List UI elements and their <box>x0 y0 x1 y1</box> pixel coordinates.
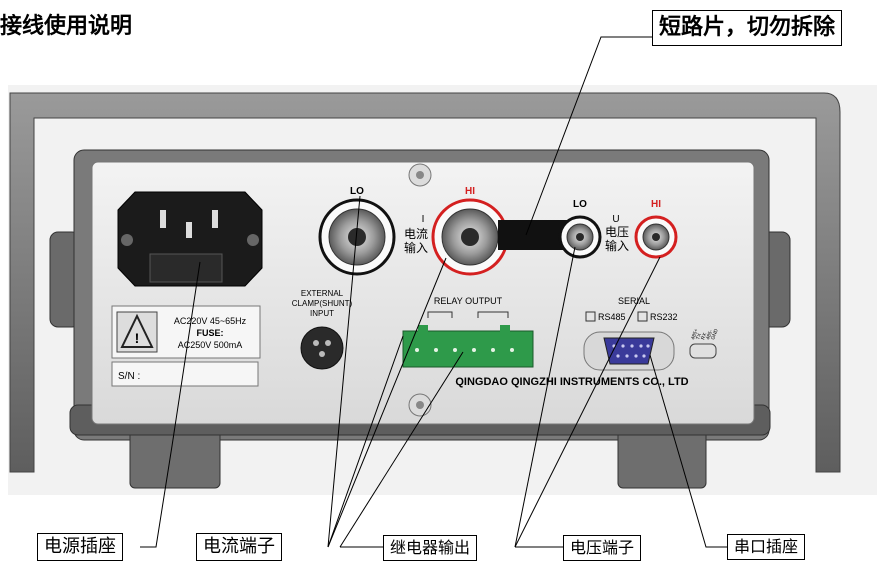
clamp-label-2: CLAMP(SHUNT) <box>292 299 353 308</box>
power-spec-line2: AC250V 500mA <box>178 340 243 350</box>
svg-text:!: ! <box>135 330 140 346</box>
serial-port-callout: 串口插座 <box>727 534 806 560</box>
voltage-terminals-callout: 电压端子 <box>563 535 642 561</box>
serial-label: SERIAL <box>618 296 650 306</box>
right-foot <box>617 429 707 489</box>
warning-symbol: ! <box>116 311 158 353</box>
voltage-input-text-1: 电压 <box>605 225 629 239</box>
svg-text:RX: RX <box>700 331 708 340</box>
serial-number-label: S/N : <box>118 371 140 382</box>
shorting-bar-callout: 短路片，切勿拆除 <box>652 10 843 46</box>
svg-text:TX: TX <box>695 332 703 341</box>
voltage-input-text-2: 输入 <box>605 238 629 253</box>
power-spec-line1: AC220V 45~65Hz <box>174 316 247 326</box>
clamp-label-1: EXTERNAL <box>301 289 344 298</box>
document-title: 接线使用说明 <box>0 14 133 39</box>
svg-text:485-: 485- <box>705 329 714 341</box>
manufacturer-text: QINGDAO QINGZHI INSTRUMENTS CO., LTD <box>455 376 688 388</box>
left-foot <box>129 429 221 489</box>
callout-leader-lines <box>140 36 727 548</box>
current-symbol: I <box>422 214 425 225</box>
serial-pinout-diagram: 485+ TX RX 485- GND <box>689 328 720 359</box>
rs232-label: RS232 <box>650 312 678 322</box>
clamp-input-connector <box>300 326 344 370</box>
svg-text:GND: GND <box>710 328 720 341</box>
current-input-text-2: 输入 <box>404 240 428 255</box>
rs485-label: RS485 <box>598 312 626 322</box>
relay-output-label: RELAY OUTPUT <box>434 296 503 306</box>
power-socket <box>117 191 263 287</box>
voltage-symbol: U <box>612 214 619 225</box>
fuse-label: FUSE: <box>197 328 224 338</box>
svg-text:485+: 485+ <box>690 328 700 341</box>
hi-current-label: HI <box>465 186 475 197</box>
lo-voltage-label: LO <box>573 199 587 210</box>
clamp-label-3: INPUT <box>310 309 334 318</box>
relay-output-callout: 继电器输出 <box>383 535 478 561</box>
current-terminals-callout: 电流端子 <box>196 533 282 561</box>
current-input-text-1: 电流 <box>404 227 428 241</box>
serial-port <box>603 337 655 365</box>
rs485-checkbox <box>585 311 596 322</box>
power-socket-callout: 电源插座 <box>37 533 123 561</box>
rs232-checkbox <box>637 311 648 322</box>
hi-voltage-label: HI <box>651 199 661 210</box>
lo-current-label: LO <box>350 186 364 197</box>
carry-handle <box>9 92 841 473</box>
